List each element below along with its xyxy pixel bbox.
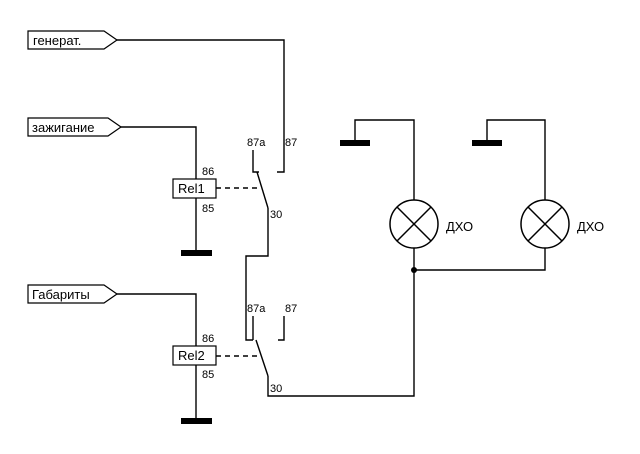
ignition-label: зажигание [32,120,95,135]
relay2-contacts: 87a 87 30 [247,303,297,395]
ignition-connector: зажигание [27,117,123,137]
wire-lamp1-ground [354,119,415,200]
relay2-pin-30: 30 [270,383,282,395]
relay1-contacts: 87a 87 30 [247,137,297,221]
relay1-87a-contact [252,150,259,173]
relay2-pin-87a: 87a [247,303,266,315]
relay2-pin-86: 86 [202,333,214,345]
relay1-pin-86: 86 [202,166,214,178]
relay2-switch-blade [255,339,269,377]
relay1: Rel1 86 85 [172,166,217,215]
ground-rel1-icon [181,250,212,256]
relay1-pin-87a: 87a [247,137,266,149]
relay1-pin-85: 85 [202,203,214,215]
junction-dot [411,267,417,273]
relay2-87-contact [278,316,285,341]
wire-lamp-junction [413,248,546,271]
ground-lamp2-icon [472,140,502,146]
relay1-pin-87: 87 [285,137,297,149]
relay1-switch-blade [256,171,269,209]
lamp2-icon [520,199,570,249]
relay2: Rel2 86 85 [172,333,217,381]
relay1-pin-30: 30 [270,209,282,221]
wire-lamp2-ground [486,119,546,200]
lamp2-label: ДХО [577,219,604,234]
relay2-pin-87: 87 [285,303,297,315]
generator-label: генерат. [33,33,81,48]
relay1-label: Rel1 [178,181,205,196]
lamp1-icon [389,199,439,249]
wire-ignition-to-rel1 [121,126,197,179]
lamp1-label: ДХО [446,219,473,234]
relay2-pin-85: 85 [202,369,214,381]
parking-lights-connector: Габариты [27,284,119,304]
ground-rel2-icon [181,418,212,424]
wire-parking-to-rel2 [117,293,197,346]
wire-rel1-30-to-rel2-87a [245,208,269,341]
generator-connector: генерат. [27,30,119,50]
relay2-label: Rel2 [178,348,205,363]
wire-rel2-30-to-lamps [267,270,415,397]
wire-generator-to-87 [117,39,285,173]
parking-lights-label: Габариты [32,287,90,302]
ground-lamp1-icon [340,140,370,146]
